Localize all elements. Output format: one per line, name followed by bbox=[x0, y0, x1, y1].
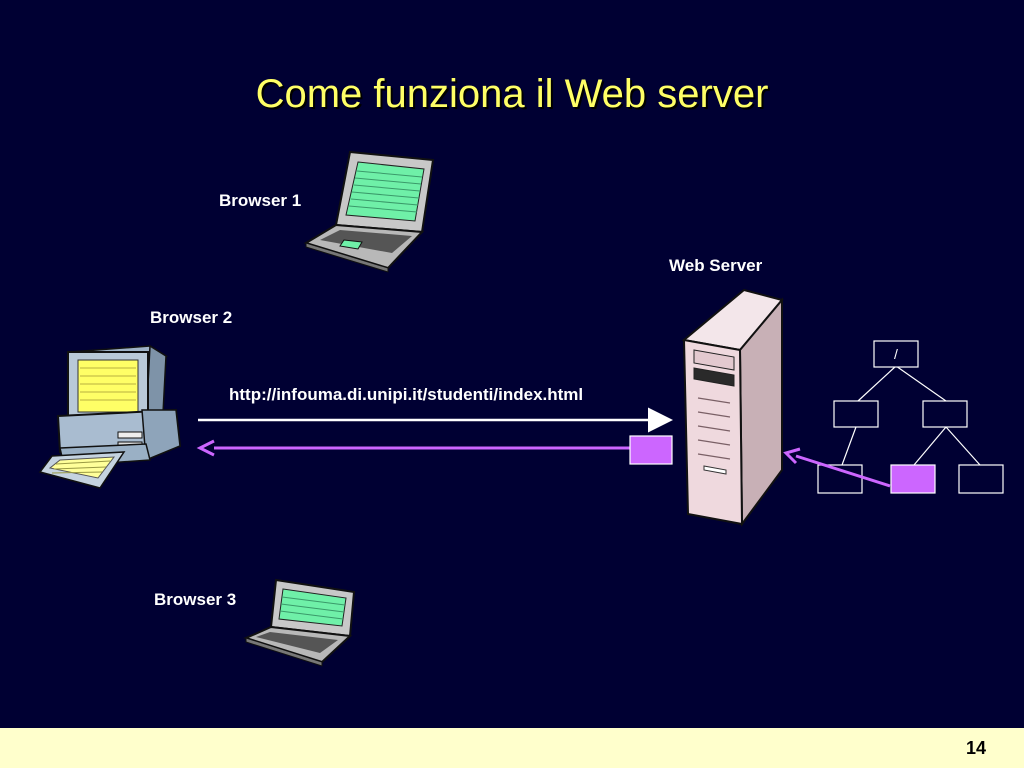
server-tower-icon bbox=[681, 288, 784, 527]
browser-3-label: Browser 3 bbox=[154, 590, 237, 609]
slide-title: Come funziona il Web server bbox=[255, 72, 769, 116]
browser-1-label: Browser 1 bbox=[219, 191, 302, 210]
laptop-icon bbox=[303, 150, 435, 273]
web-server-label: Web Server bbox=[669, 256, 763, 275]
page-number: 14 bbox=[965, 738, 986, 758]
tree-node-requested-file bbox=[890, 464, 936, 494]
tree-root-label: / bbox=[894, 346, 898, 362]
diagram-canvas: / bbox=[38, 150, 1004, 667]
desktop-computer-icon bbox=[38, 344, 182, 489]
response-arrow bbox=[196, 439, 630, 457]
request-url: http://infouma.di.unipi.it/studenti/inde… bbox=[229, 385, 584, 404]
response-document-icon bbox=[629, 435, 673, 465]
laptop-icon bbox=[243, 578, 356, 667]
tree-node bbox=[833, 400, 879, 428]
browser-2-label: Browser 2 bbox=[150, 308, 233, 327]
tree-node-root bbox=[873, 340, 919, 368]
file-tree: / bbox=[817, 340, 1004, 494]
footer-bar: 14 bbox=[0, 728, 1024, 768]
tree-node bbox=[922, 400, 968, 428]
tree-node bbox=[958, 464, 1004, 494]
file-retrieval-arrow bbox=[783, 447, 891, 488]
slide: Come funziona il Web server Browser 1 Br… bbox=[38, 72, 1004, 667]
